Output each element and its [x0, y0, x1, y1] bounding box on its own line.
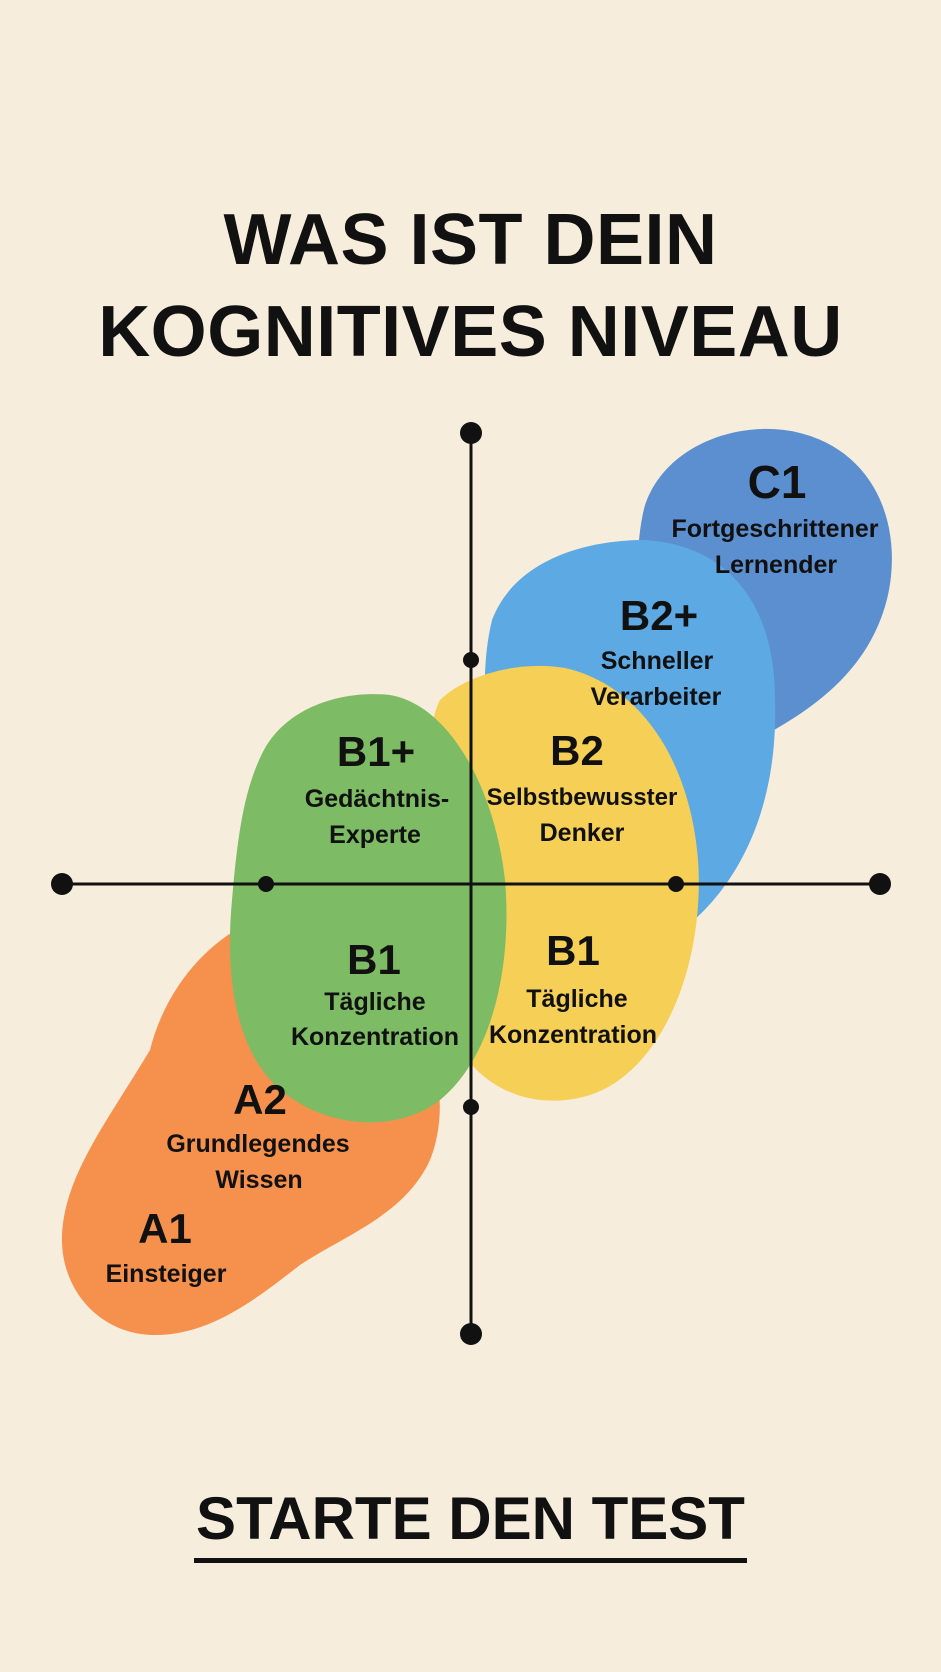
level-code-a2: A2 — [233, 1076, 287, 1123]
level-label-b2-line2: Denker — [540, 819, 625, 847]
axis-tick-dot-lower — [463, 1099, 479, 1115]
level-label-b1plus-line2: Experte — [329, 821, 421, 849]
level-code-b2: B2 — [550, 727, 604, 774]
level-code-b1plus: B1+ — [337, 728, 415, 775]
cta-container: STARTE DEN TEST — [0, 1484, 941, 1563]
level-code-b1-right: B1 — [546, 927, 600, 974]
level-code-c1: C1 — [748, 456, 807, 508]
blob-b1plus-green — [229, 694, 507, 1123]
axis-endpoint-bottom — [460, 1323, 482, 1345]
level-code-a1: A1 — [138, 1205, 192, 1252]
axis-tick-dot-upper — [463, 652, 479, 668]
level-label-b2-line1: Selbstbewusster — [487, 784, 678, 811]
level-label-b1-right-line2: Konzentration — [489, 1021, 657, 1049]
axis-tick-dot-left — [258, 876, 274, 892]
level-label-a1-line1: Einsteiger — [106, 1260, 227, 1288]
level-label-b2plus-line1: Schneller — [601, 647, 714, 675]
axis-endpoint-left — [51, 873, 73, 895]
level-code-b1-left: B1 — [347, 936, 401, 983]
level-label-b1plus-line1: Gedächtnis- — [305, 785, 449, 813]
page-title-line-2: KOGNITIVES NIVEAU — [98, 292, 843, 373]
level-label-a2-line2: Wissen — [215, 1166, 302, 1194]
axis-endpoint-top — [460, 422, 482, 444]
level-label-c1-line1: Fortgeschrittener — [672, 515, 879, 543]
axis-tick-dot-right — [668, 876, 684, 892]
level-label-c1-line2: Lernender — [715, 551, 838, 579]
level-label-b2plus-line2: Verarbeiter — [591, 683, 722, 711]
page-title: WAS IST DEIN KOGNITIVES NIVEAU — [0, 194, 941, 378]
level-label-b1-left-line1: Tägliche — [324, 988, 426, 1016]
level-code-b2plus: B2+ — [620, 592, 698, 639]
level-label-b1-left-line2: Konzentration — [291, 1023, 459, 1051]
start-test-button[interactable]: STARTE DEN TEST — [194, 1484, 747, 1563]
page-title-line-1: WAS IST DEIN — [223, 200, 718, 281]
level-label-b1-right-line1: Tägliche — [526, 985, 628, 1013]
axis-endpoint-right — [869, 873, 891, 895]
level-label-a2-line1: Grundlegendes — [166, 1130, 349, 1158]
